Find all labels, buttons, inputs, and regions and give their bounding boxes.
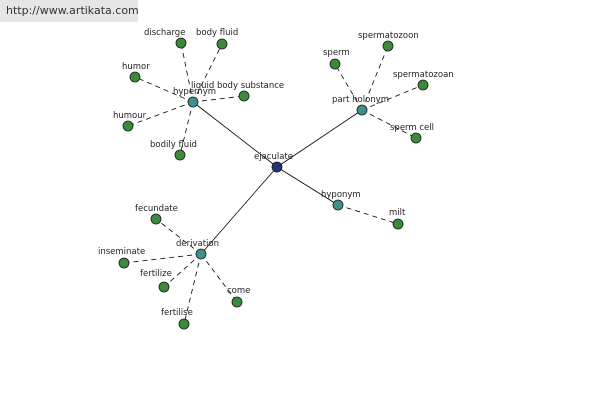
word-label-humor[interactable]: humor bbox=[122, 62, 150, 72]
relation-node-hypernym[interactable] bbox=[187, 96, 199, 108]
word-node-sperm-cell[interactable] bbox=[410, 132, 422, 144]
edge-hypernym-humour bbox=[127, 101, 194, 127]
word-node-come[interactable] bbox=[231, 296, 243, 308]
word-node-discharge[interactable] bbox=[175, 37, 187, 49]
center-node-ejaculate[interactable] bbox=[271, 161, 283, 173]
edge-part-holonym-sperm-cell bbox=[361, 109, 417, 139]
word-node-spermatozoon[interactable] bbox=[382, 40, 394, 52]
word-label-bodily-fluid[interactable]: bodily fluid bbox=[150, 140, 197, 150]
word-node-humour[interactable] bbox=[122, 120, 134, 132]
site-url-banner[interactable]: http://www.artikata.com bbox=[0, 0, 139, 22]
word-label-spermatozoon[interactable]: spermatozoon bbox=[358, 31, 419, 41]
edge-hypernym-humor bbox=[134, 76, 194, 103]
word-label-inseminate[interactable]: inseminate bbox=[98, 247, 145, 257]
center-label-ejaculate[interactable]: ejaculate bbox=[254, 152, 293, 162]
word-label-discharge[interactable]: discharge bbox=[144, 28, 185, 38]
relation-label-part-holonym[interactable]: part holonym bbox=[332, 95, 389, 105]
word-label-sperm[interactable]: sperm bbox=[323, 48, 350, 58]
edge-derivation-inseminate bbox=[123, 253, 202, 264]
word-node-spermatozoan[interactable] bbox=[417, 79, 429, 91]
edge-part-holonym-spermatozoon bbox=[361, 45, 389, 111]
edge-ejaculate-part-holonym bbox=[276, 109, 363, 168]
nodes bbox=[118, 37, 429, 330]
edge-ejaculate-derivation bbox=[200, 166, 278, 255]
word-label-come[interactable]: come bbox=[227, 286, 250, 296]
word-label-spermatozoan[interactable]: spermatozoan bbox=[393, 70, 454, 80]
word-label-milt[interactable]: milt bbox=[389, 208, 406, 218]
relation-label-hyponym[interactable]: hyponym bbox=[321, 190, 361, 200]
edge-ejaculate-hyponym bbox=[276, 166, 339, 206]
edge-hypernym-body-fluid bbox=[192, 43, 223, 103]
edges bbox=[123, 42, 424, 325]
relation-label-hypernym[interactable]: hypernym bbox=[173, 87, 216, 97]
word-label-sperm-cell[interactable]: sperm cell bbox=[390, 123, 434, 133]
word-node-milt[interactable] bbox=[392, 218, 404, 230]
edge-derivation-fertilise bbox=[183, 253, 202, 325]
word-node-humor[interactable] bbox=[129, 71, 141, 83]
labels: discharge body fluid humor liquid body subs… bbox=[98, 28, 454, 318]
word-label-liquid-body-substance[interactable]: liquid body substance bbox=[191, 81, 284, 91]
edge-part-holonym-spermatozoan bbox=[361, 84, 424, 111]
edge-derivation-fecundate bbox=[155, 218, 202, 255]
relation-node-part-holonym[interactable] bbox=[356, 104, 368, 116]
word-label-humour[interactable]: humour bbox=[113, 111, 147, 121]
word-node-fertilize[interactable] bbox=[158, 281, 170, 293]
word-node-liquid-body-substance[interactable] bbox=[238, 90, 250, 102]
word-node-body-fluid[interactable] bbox=[216, 38, 228, 50]
edge-hypernym-discharge bbox=[180, 42, 194, 103]
edge-hypernym-bodily-fluid bbox=[179, 101, 194, 156]
word-label-fertilise[interactable]: fertilise bbox=[161, 308, 193, 318]
word-node-sperm[interactable] bbox=[329, 58, 341, 70]
word-label-body-fluid[interactable]: body fluid bbox=[196, 28, 238, 38]
relation-node-hyponym[interactable] bbox=[332, 199, 344, 211]
edge-hyponym-milt bbox=[337, 204, 399, 225]
word-label-fecundate[interactable]: fecundate bbox=[135, 204, 178, 214]
relation-label-derivation[interactable]: derivation bbox=[176, 239, 219, 249]
edge-derivation-come bbox=[200, 253, 238, 303]
relation-node-derivation[interactable] bbox=[195, 248, 207, 260]
word-node-inseminate[interactable] bbox=[118, 257, 130, 269]
word-node-fertilise[interactable] bbox=[178, 318, 190, 330]
word-node-fecundate[interactable] bbox=[150, 213, 162, 225]
word-node-bodily-fluid[interactable] bbox=[174, 149, 186, 161]
word-label-fertilize[interactable]: fertilize bbox=[140, 269, 172, 279]
edge-ejaculate-hypernym bbox=[192, 101, 278, 168]
